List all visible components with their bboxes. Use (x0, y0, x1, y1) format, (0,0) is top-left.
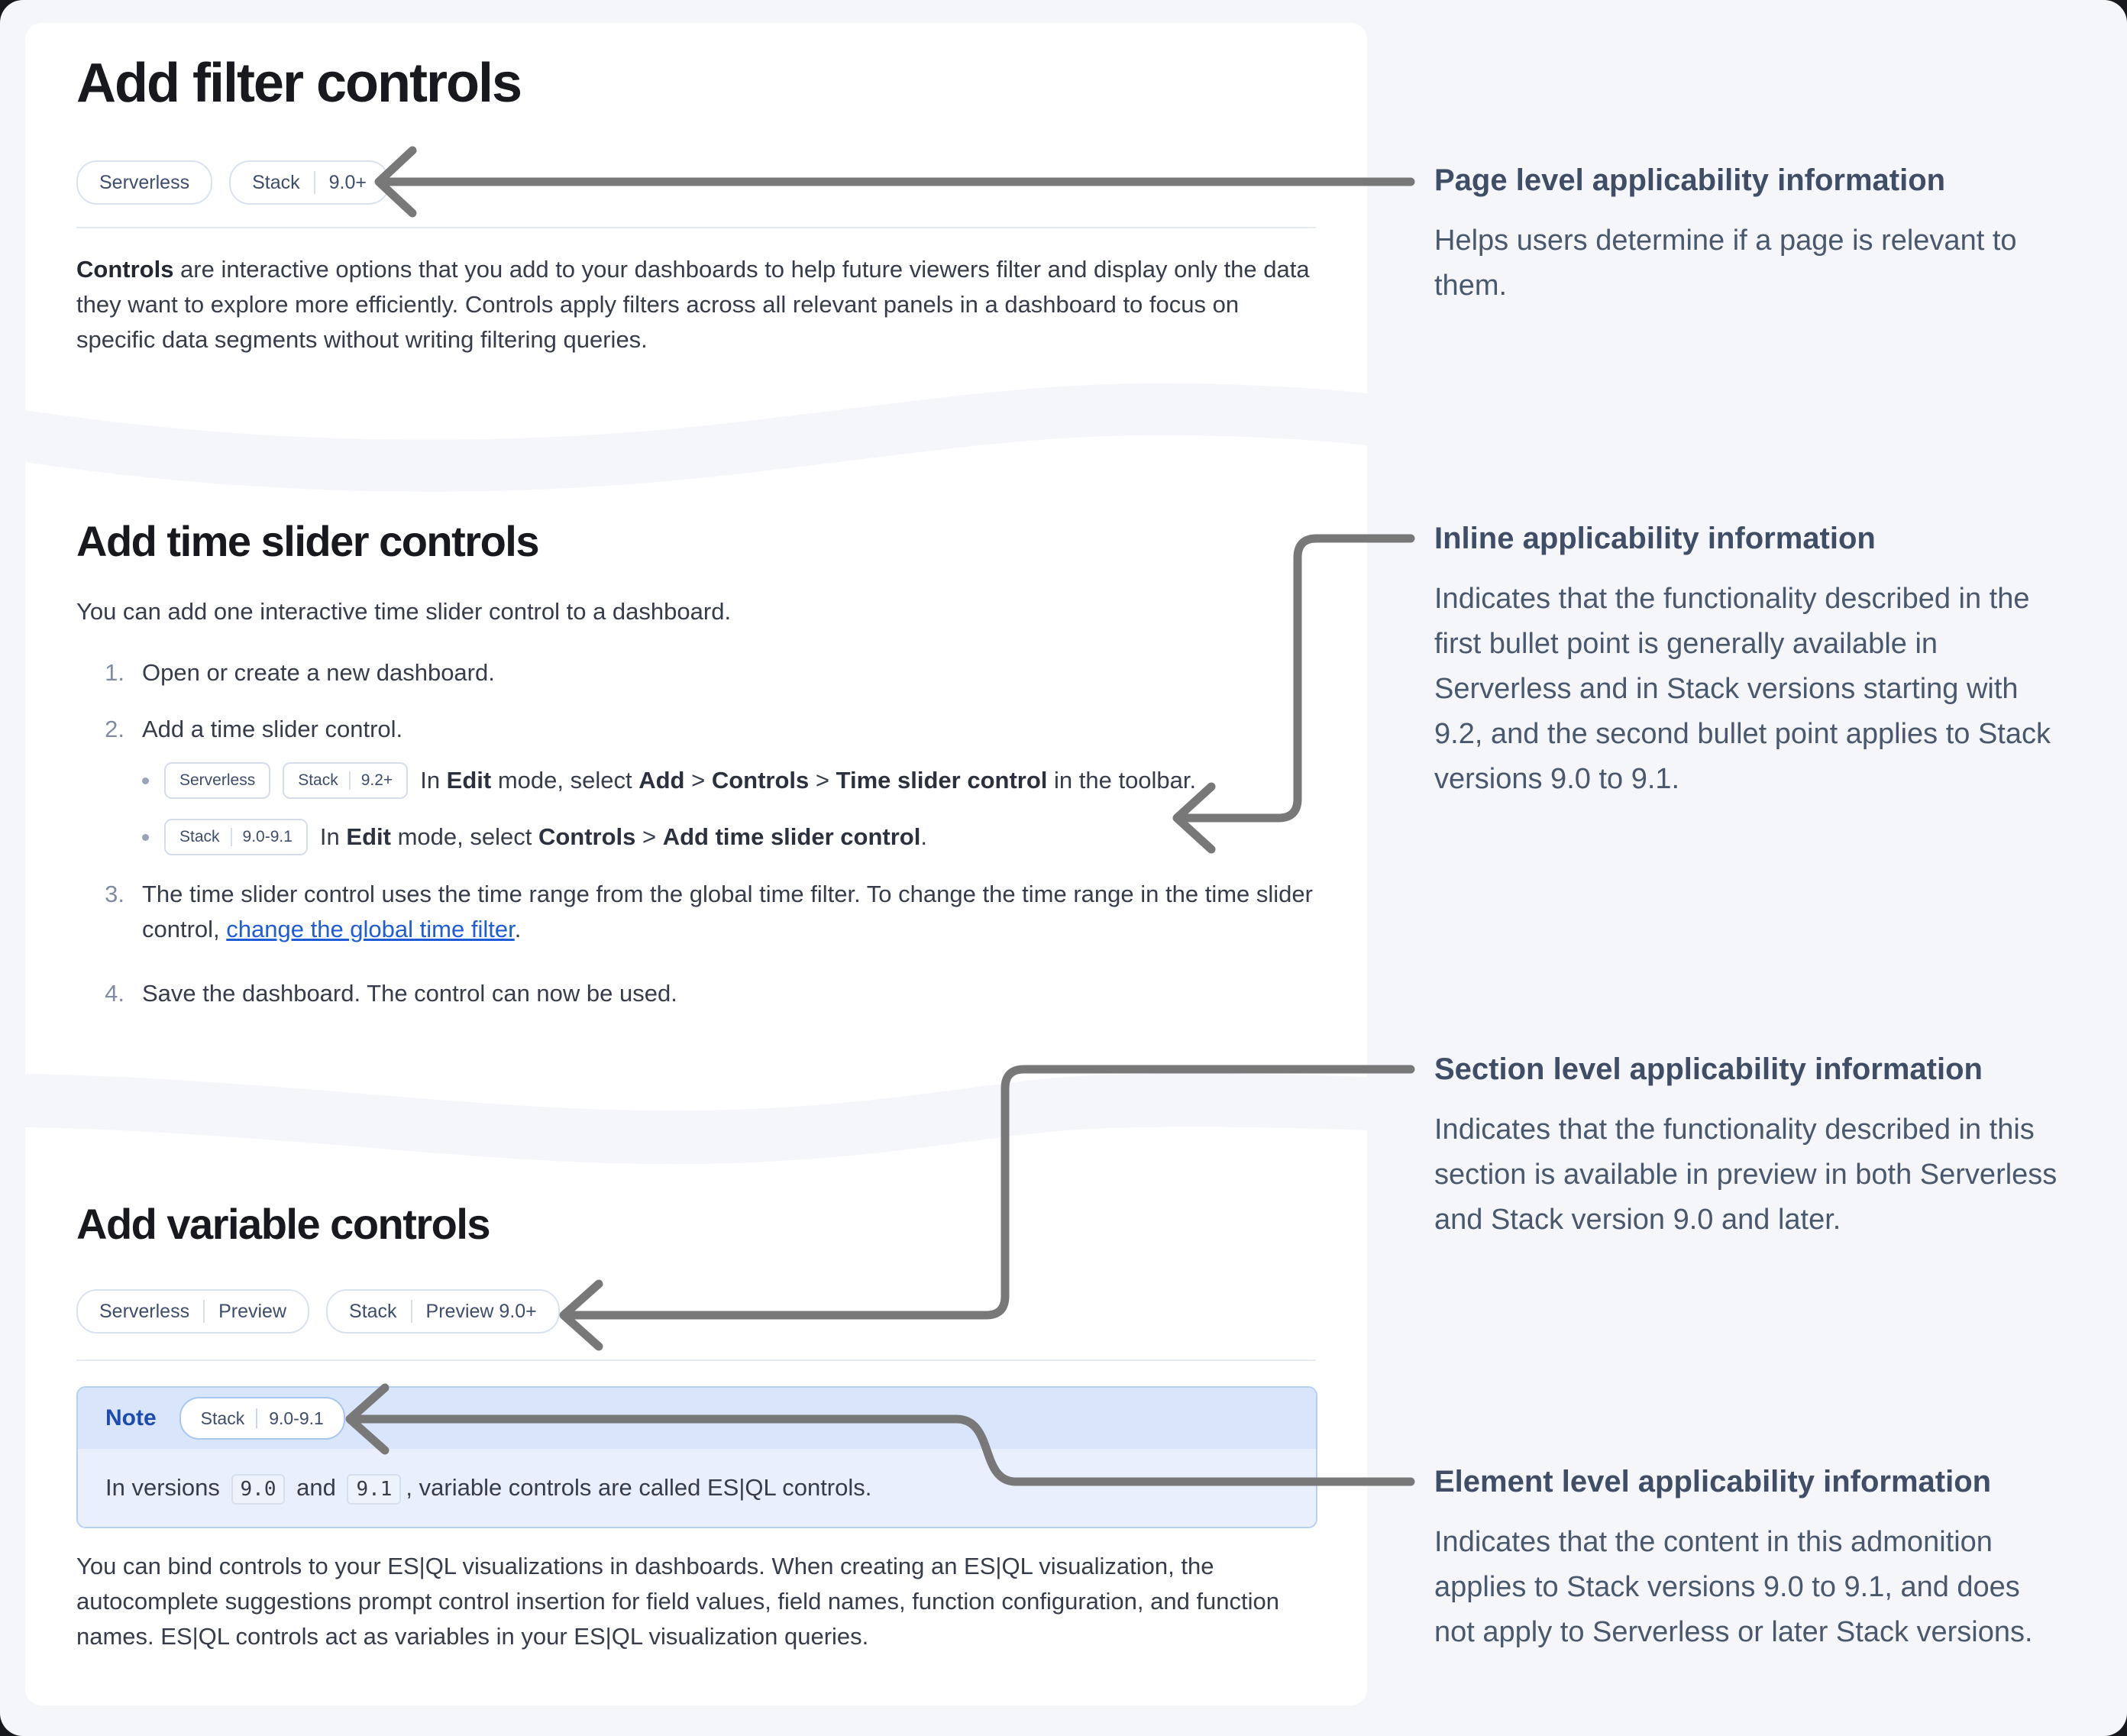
badge-divider (348, 771, 351, 790)
step-number: 1. (105, 659, 124, 686)
intro-paragraph-rest: are interactive options that you add to … (76, 256, 1310, 353)
inline-badge-stack-label: Stack (298, 771, 338, 789)
inline-badge-serverless-label: Serverless (179, 771, 256, 789)
variable-controls-paragraph: You can bind controls to your ES|QL visu… (76, 1553, 1280, 1650)
inline-badge-stack-90-91[interactable]: Stack 9.0-9.1 (164, 819, 308, 855)
annotation-title: Page level applicability information (1434, 163, 1946, 197)
code-chip-90: 9.0 (231, 1474, 286, 1505)
step-number: 3. (105, 881, 124, 907)
inline-badge-version-label: 9.2+ (360, 771, 393, 789)
intro-paragraph-lead: Controls (76, 256, 174, 283)
step-number: 4. (105, 980, 124, 1007)
page-applicability-badges: Serverless Stack 9.0+ (76, 160, 390, 205)
bullet-dot-icon (142, 833, 149, 841)
step-text: The time slider control uses the time ra… (142, 881, 1313, 942)
badge-stack-label: Stack (252, 171, 300, 193)
inline-badge-version-label: 9.0-9.1 (242, 828, 293, 845)
badge-divider (313, 171, 315, 194)
note-admonition: Note Stack 9.0-9.1 In versions 9.0 and 9… (76, 1386, 1317, 1528)
annotation-section-level: Section level applicability information … (1434, 1051, 2068, 1243)
time-slider-intro: You can add one interactive time slider … (76, 598, 732, 625)
badge-divider (410, 1300, 412, 1323)
divider-rule (76, 227, 1316, 228)
bullet-dot-icon (142, 777, 149, 784)
note-badge-stack-label: Stack (200, 1408, 245, 1428)
badge-stack-version-label: 9.0+ (328, 171, 367, 193)
inline-badge-stack-label: Stack (179, 828, 220, 845)
section-applicability-badges: Serverless Preview Stack Preview 9.0+ (76, 1289, 560, 1334)
annotation-body: Indicates that the functionality describ… (1434, 1114, 2058, 1236)
badge-divider (256, 1408, 258, 1428)
badge-preview-label: Preview (218, 1300, 287, 1322)
annotation-title: Element level applicability information (1434, 1465, 1992, 1498)
inline-badge-stack-92[interactable]: Stack 9.2+ (283, 762, 409, 799)
bullet-item-serverless-stack-92: Serverless Stack 9.2+ In Edit mode, sele… (142, 762, 1196, 799)
note-admonition-header: Note Stack 9.0-9.1 (78, 1388, 1316, 1449)
global-time-filter-link[interactable]: change the global time filter (226, 916, 515, 942)
annotation-body: Helps users determine if a page is relev… (1434, 225, 2017, 302)
section-title-time-slider: Add time slider controls (76, 517, 540, 565)
note-admonition-body: In versions 9.0 and 9.1, variable contro… (78, 1449, 1316, 1527)
badge-stack-preview-90[interactable]: Stack Preview 9.0+ (326, 1289, 560, 1334)
annotation-body: Indicates that the functionality describ… (1434, 583, 2051, 795)
note-badge-stack-90-91[interactable]: Stack 9.0-9.1 (179, 1397, 345, 1440)
section-add-time-slider-controls: Add time slider controls You can add one… (25, 397, 1367, 1130)
annotation-inline-level: Inline applicability information Indicat… (1434, 520, 2068, 802)
note-text: In versions 9.0 and 9.1, variable contro… (105, 1474, 871, 1505)
badge-serverless-label: Serverless (99, 1300, 190, 1322)
bullet-text: In Edit mode, select Controls > Add time… (319, 823, 927, 850)
annotation-title: Inline applicability information (1434, 522, 1876, 555)
bullet-item-stack-90-91: Stack 9.0-9.1 In Edit mode, select Contr… (142, 819, 927, 855)
annotation-element-level: Element level applicability information … (1434, 1463, 2068, 1655)
step-text: Save the dashboard. The control can now … (142, 980, 677, 1007)
annotation-body: Indicates that the content in this admon… (1434, 1526, 2033, 1648)
badge-serverless[interactable]: Serverless (76, 160, 213, 205)
divider-rule (76, 1359, 1316, 1361)
intro-paragraph: Controls are interactive options that yo… (76, 252, 1321, 357)
code-chip-91: 9.1 (347, 1474, 402, 1505)
step-number: 2. (105, 716, 124, 742)
note-label: Note (105, 1405, 157, 1431)
note-badge-version-label: 9.0-9.1 (269, 1408, 324, 1428)
bullet-text: In Edit mode, select Add > Controls > Ti… (420, 767, 1197, 794)
badge-stack-label: Stack (349, 1300, 397, 1322)
section-add-variable-controls: Add variable controls Serverless Preview… (25, 1069, 1367, 1705)
badge-serverless-label: Serverless (99, 171, 190, 193)
badge-divider (203, 1300, 205, 1323)
annotation-title: Section level applicability information (1434, 1052, 1983, 1086)
inline-badge-serverless[interactable]: Serverless (164, 762, 271, 799)
badge-serverless-preview[interactable]: Serverless Preview (76, 1289, 310, 1334)
step-text: Open or create a new dashboard. (142, 659, 495, 686)
section-title-variable: Add variable controls (76, 1200, 491, 1248)
badge-stack-version[interactable]: Stack 9.0+ (229, 160, 390, 205)
page-title: Add filter controls (76, 53, 522, 114)
badge-divider (230, 828, 232, 846)
badge-preview-version-label: Preview 9.0+ (425, 1300, 537, 1322)
step-text: Add a time slider control. (142, 716, 403, 742)
annotation-page-level: Page level applicability information Hel… (1434, 162, 2068, 309)
